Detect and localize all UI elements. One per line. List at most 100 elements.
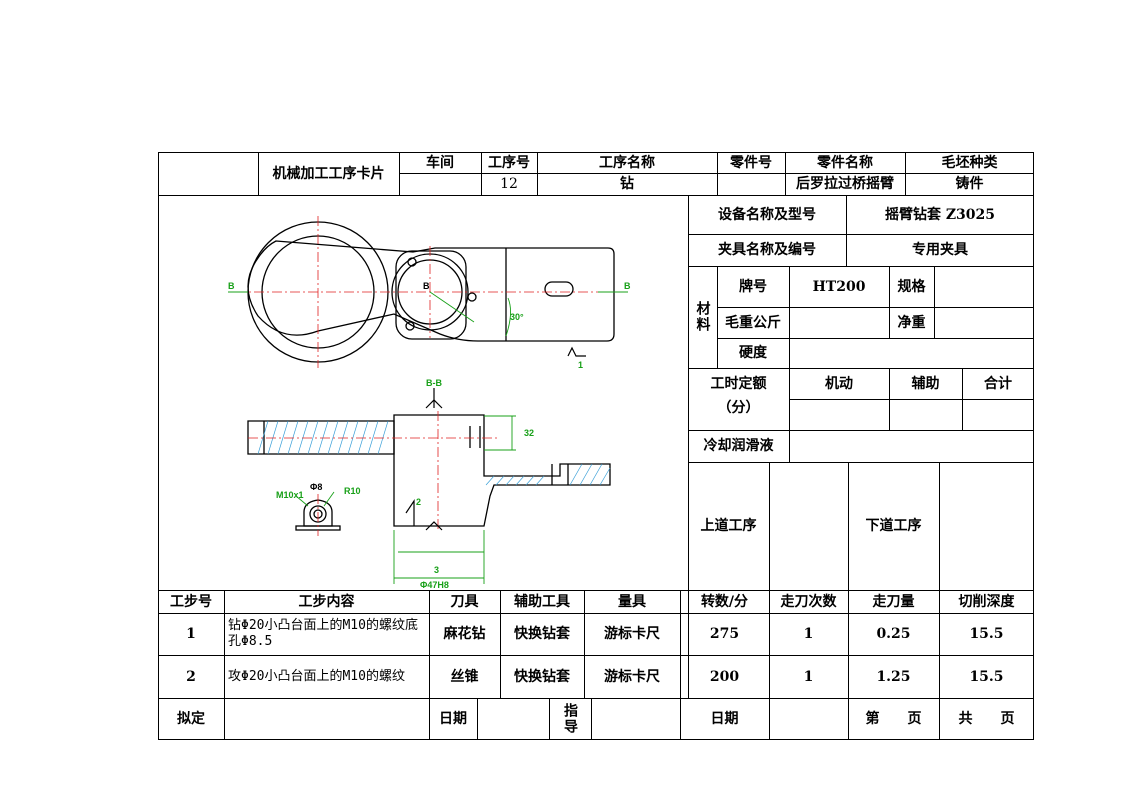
step-1-feed: 0.25 xyxy=(876,626,911,642)
rule xyxy=(477,698,478,740)
rule xyxy=(680,590,681,740)
step-2-tool: 丝锥 xyxy=(450,668,479,685)
process-name-value: 钻 xyxy=(620,176,634,192)
process-drawing: B B B 30° 1 2 3 B-B M10x1 R10 32 Φ47H8 Φ… xyxy=(228,216,631,590)
time-quota-label: 工时定额 xyxy=(710,376,767,392)
rule xyxy=(158,195,1034,196)
next-process-label: 下道工序 xyxy=(865,518,922,534)
next-process-value xyxy=(939,462,1034,590)
drafted-label: 拟定 xyxy=(177,711,205,727)
col-depth: 切削深度 xyxy=(958,593,1015,610)
part-name-value: 后罗拉过桥摇臂 xyxy=(796,176,894,192)
step-2-aux-tool: 快换钻套 xyxy=(514,668,570,685)
prev-process-value xyxy=(769,462,848,590)
coolant-value xyxy=(789,430,1034,462)
top-view-outline xyxy=(247,240,615,342)
rule xyxy=(158,590,1034,591)
rule xyxy=(549,698,550,740)
date-value-2 xyxy=(769,698,848,740)
card-title: 机械加工工序卡片 xyxy=(272,166,385,182)
aux-time-label: 辅助 xyxy=(911,375,940,392)
rule xyxy=(537,152,538,196)
datum-1-label: 1 xyxy=(578,360,583,370)
section-left-arm xyxy=(247,420,395,455)
rule xyxy=(939,462,940,590)
rule xyxy=(769,590,770,740)
slot xyxy=(544,281,574,297)
rule xyxy=(848,590,849,740)
rule xyxy=(717,152,718,196)
rule xyxy=(717,307,1034,308)
rule xyxy=(789,266,790,463)
guide-label: 指导 xyxy=(562,703,578,735)
col-passes: 走刀次数 xyxy=(780,593,837,610)
date-label-2: 日期 xyxy=(710,711,739,727)
col-feed: 走刀量 xyxy=(872,593,915,610)
part-no-value xyxy=(717,173,785,195)
rule xyxy=(258,152,259,196)
part-no-label: 零件号 xyxy=(730,154,772,171)
total-pages: 共 页 xyxy=(958,711,1015,727)
step-1-passes: 1 xyxy=(803,626,814,642)
rule xyxy=(158,655,1034,656)
gross-weight-label: 毛重公斤 xyxy=(725,314,781,331)
rule xyxy=(399,173,1034,174)
machine-time-value xyxy=(789,399,889,430)
col-aux-tool: 辅助工具 xyxy=(514,593,570,610)
drafted-value xyxy=(224,698,429,740)
rule xyxy=(889,266,890,339)
date-value-1 xyxy=(477,698,549,740)
gross-weight-value xyxy=(789,307,889,338)
part-name-label: 零件名称 xyxy=(817,154,873,171)
rule xyxy=(158,698,1034,699)
hardness-label: 硬度 xyxy=(739,345,767,361)
rule xyxy=(688,266,1034,267)
rule xyxy=(939,590,940,740)
equipment-label: 设备名称及型号 xyxy=(718,206,816,223)
step-2-passes: 1 xyxy=(803,668,814,685)
rule xyxy=(688,234,1034,235)
radius-dimension: R10 xyxy=(344,486,361,496)
step-1-speed: 275 xyxy=(709,626,740,642)
net-weight-value xyxy=(934,307,1034,338)
step-1-depth: 15.5 xyxy=(969,626,1004,642)
center-mark: B xyxy=(423,281,430,291)
bolt-hole xyxy=(405,321,415,331)
step-2-feed: 1.25 xyxy=(876,668,911,685)
rule xyxy=(717,266,718,369)
fixture-label: 夹具名称及编号 xyxy=(718,242,816,258)
bolt-hole xyxy=(467,292,477,302)
rule xyxy=(481,152,482,196)
rule xyxy=(848,462,849,590)
rule xyxy=(905,152,906,196)
coolant-label: 冷却润滑液 xyxy=(703,438,774,454)
rule xyxy=(769,462,770,590)
step-1-aux-tool: 快换钻套 xyxy=(514,626,570,642)
bore-dimension: Φ47H8 xyxy=(420,580,449,590)
step-1-no: 1 xyxy=(186,626,196,642)
grade-label: 牌号 xyxy=(739,278,767,295)
process-name-label: 工序名称 xyxy=(599,154,655,171)
rule xyxy=(158,613,1034,614)
step-2-content: 攻Φ20小凸台面上的M10的螺纹 xyxy=(228,668,405,684)
thread-dimension: M10x1 xyxy=(276,490,304,500)
small-hole-dimension: Φ8 xyxy=(310,482,322,492)
height-dimension: 32 xyxy=(524,428,534,438)
rule xyxy=(688,368,1034,369)
rule xyxy=(591,698,592,740)
rule xyxy=(962,368,963,431)
col-speed: 转数/分 xyxy=(700,593,749,610)
process-no-label: 工序号 xyxy=(488,154,530,171)
rule xyxy=(688,430,1034,431)
rule xyxy=(399,152,400,196)
step-1-tool: 麻花钻 xyxy=(443,626,486,642)
rule xyxy=(500,590,501,698)
fixture-value: 专用夹具 xyxy=(912,242,968,258)
section-body xyxy=(393,414,611,527)
equipment-value: 摇臂钻套 Z3025 xyxy=(884,206,996,223)
col-content: 工步内容 xyxy=(298,593,355,610)
section-mark-left: B xyxy=(228,281,235,291)
net-weight-label: 净重 xyxy=(897,314,926,331)
rule xyxy=(846,195,847,267)
rule xyxy=(889,368,890,431)
